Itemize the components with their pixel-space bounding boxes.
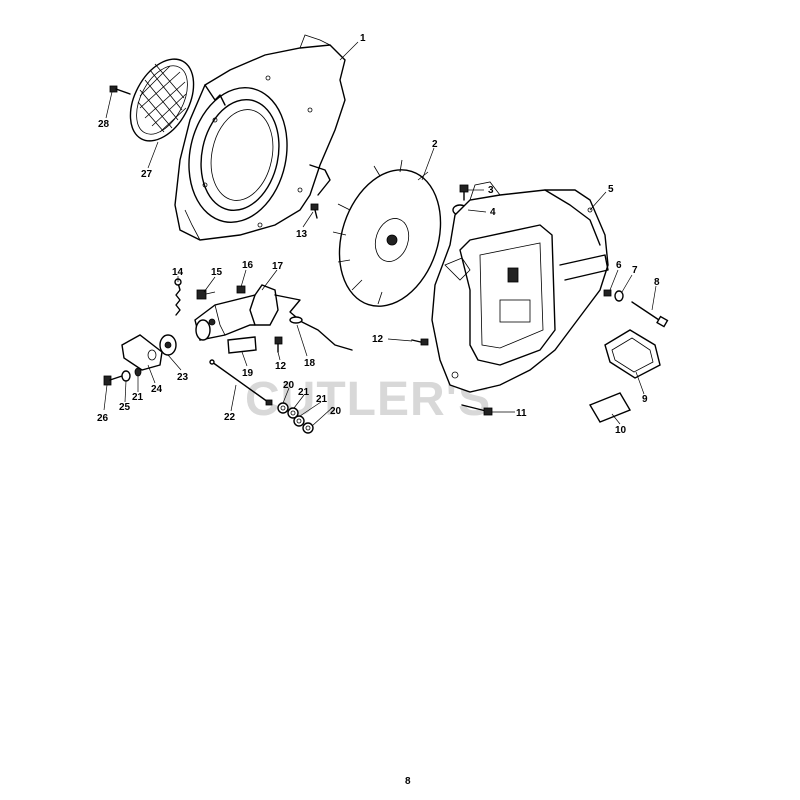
callout-25: 25	[119, 402, 131, 413]
part-21-washer-left	[134, 367, 142, 377]
part-20-nut-top	[277, 402, 289, 414]
callout-21-mid: 21	[298, 387, 310, 398]
callout-22: 22	[224, 412, 236, 423]
leader-lines	[103, 41, 657, 427]
part-17-handle	[194, 284, 279, 341]
part-25-washer	[121, 370, 131, 382]
callout-13: 13	[296, 229, 308, 240]
part-24-clamp-block	[121, 334, 163, 371]
part-5-scroll-housing	[431, 181, 609, 393]
callout-26: 26	[97, 413, 109, 424]
callout-10: 10	[615, 425, 627, 436]
callout-4: 4	[490, 207, 496, 218]
part-1-blower-housing	[174, 34, 346, 241]
callout-16: 16	[242, 260, 254, 271]
callout-24: 24	[151, 384, 163, 395]
callout-12-left: 12	[275, 361, 287, 372]
callout-5: 5	[608, 184, 614, 195]
callout-27: 27	[141, 169, 153, 180]
callout-1: 1	[360, 33, 366, 44]
part-3-screw	[459, 184, 469, 201]
part-13-screw	[310, 203, 319, 219]
callout-2: 2	[432, 139, 438, 150]
callout-21-lower: 21	[316, 394, 328, 405]
part-22-throttle-rod	[209, 359, 273, 406]
part-2-impeller	[332, 159, 442, 307]
part-27-intake-screen	[129, 58, 195, 142]
part-8-bolt	[631, 301, 669, 328]
callout-20-bottom: 20	[330, 406, 342, 417]
callout-23: 23	[177, 372, 189, 383]
part-12-screw-left	[274, 336, 283, 353]
callout-6: 6	[616, 260, 622, 271]
part-6-nut	[603, 289, 612, 297]
callout-15: 15	[211, 267, 223, 278]
callout-19: 19	[242, 368, 254, 379]
part-21-washer-mid	[287, 407, 299, 419]
callout-9: 9	[642, 394, 648, 405]
part-16-screw	[236, 285, 246, 294]
callout-20-top: 20	[283, 380, 295, 391]
part-14-spring	[174, 278, 182, 316]
part-7-washer	[614, 290, 624, 302]
callout-7: 7	[632, 265, 638, 276]
callout-14: 14	[172, 267, 184, 278]
part-15-switch	[196, 289, 216, 300]
page-number: 8	[405, 776, 411, 787]
part-10-decal	[588, 392, 632, 423]
part-21-washer-lower	[293, 415, 305, 427]
callout-28: 28	[98, 119, 110, 130]
part-18-throttle-cable	[274, 294, 353, 351]
callout-8: 8	[654, 277, 660, 288]
part-28-screw	[109, 85, 131, 95]
part-12-screw-right	[411, 338, 429, 346]
part-20-nut-bottom	[302, 422, 314, 434]
callout-3: 3	[488, 185, 494, 196]
callout-21-left: 21	[132, 392, 144, 403]
part-11-screw	[461, 404, 493, 416]
callout-17: 17	[272, 261, 284, 272]
callout-12-right: 12	[372, 334, 384, 345]
callout-18: 18	[304, 358, 316, 369]
callout-11: 11	[516, 408, 527, 419]
part-19-decal	[227, 336, 257, 354]
part-9-bracket	[604, 329, 661, 379]
